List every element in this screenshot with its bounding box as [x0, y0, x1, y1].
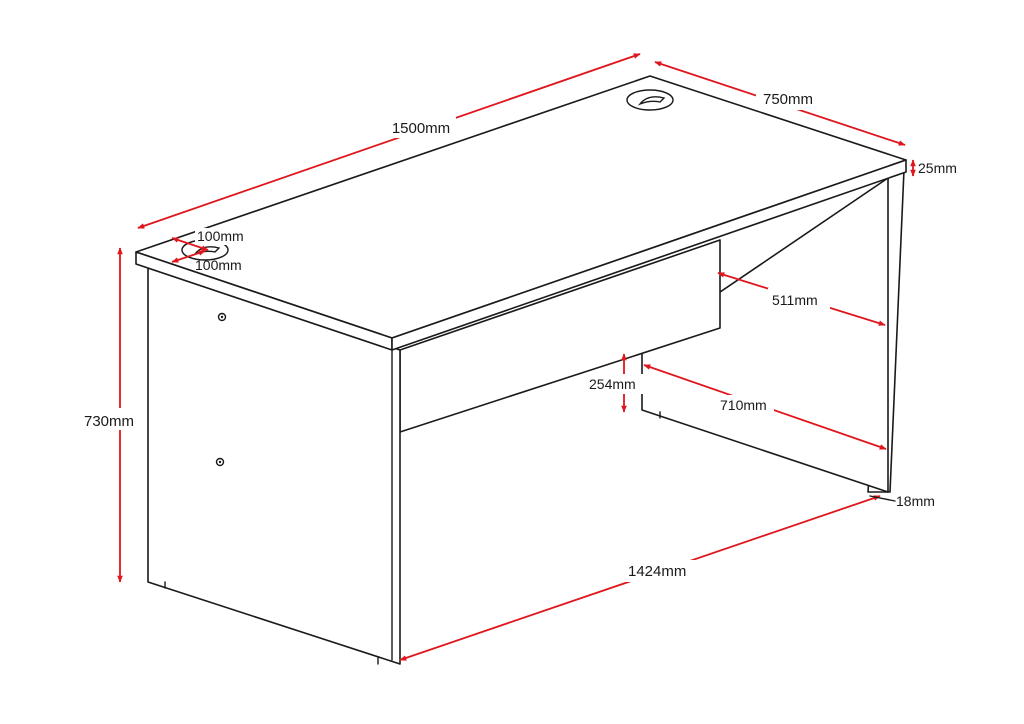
dim-label-top-thickness: 25mm: [918, 160, 957, 176]
label-bg-depth: [756, 88, 818, 110]
dim-line-grommet-x: [171, 237, 209, 251]
dim-line-grommet-y: [171, 250, 206, 263]
dim-label-length: 1500mm: [392, 120, 450, 137]
dim-leader-panel-thickness: [869, 495, 896, 502]
label-bg-inner-width: [626, 560, 696, 582]
label-bg-inner-depth: [718, 395, 774, 415]
label-bg-length: [386, 116, 456, 138]
dim-line-length: [137, 53, 641, 229]
dim-label-grommet-x: 100mm: [197, 228, 244, 244]
label-bg-height: [82, 408, 144, 430]
desk-top-side-edge: [391, 159, 907, 351]
dim-label-height: 730mm: [84, 413, 134, 430]
label-bg-grommet-x: [195, 228, 245, 245]
label-bg-leg-to-modesty: [768, 288, 830, 310]
label-bg-modesty-height: [588, 374, 644, 394]
dim-label-leg-to-modesty: 511mm: [772, 292, 818, 308]
cam-lock-icon: [217, 312, 227, 322]
dim-label-grommet-y: 100mm: [195, 257, 242, 273]
dim-label-panel-thickness: 18mm: [896, 493, 935, 509]
dim-label-modesty-height: 254mm: [589, 376, 636, 392]
dim-label-inner-width: 1424mm: [628, 563, 686, 580]
cam-lock-icon: [215, 457, 225, 467]
dim-label-depth: 750mm: [763, 91, 813, 108]
dim-label-inner-depth: 710mm: [720, 397, 767, 413]
